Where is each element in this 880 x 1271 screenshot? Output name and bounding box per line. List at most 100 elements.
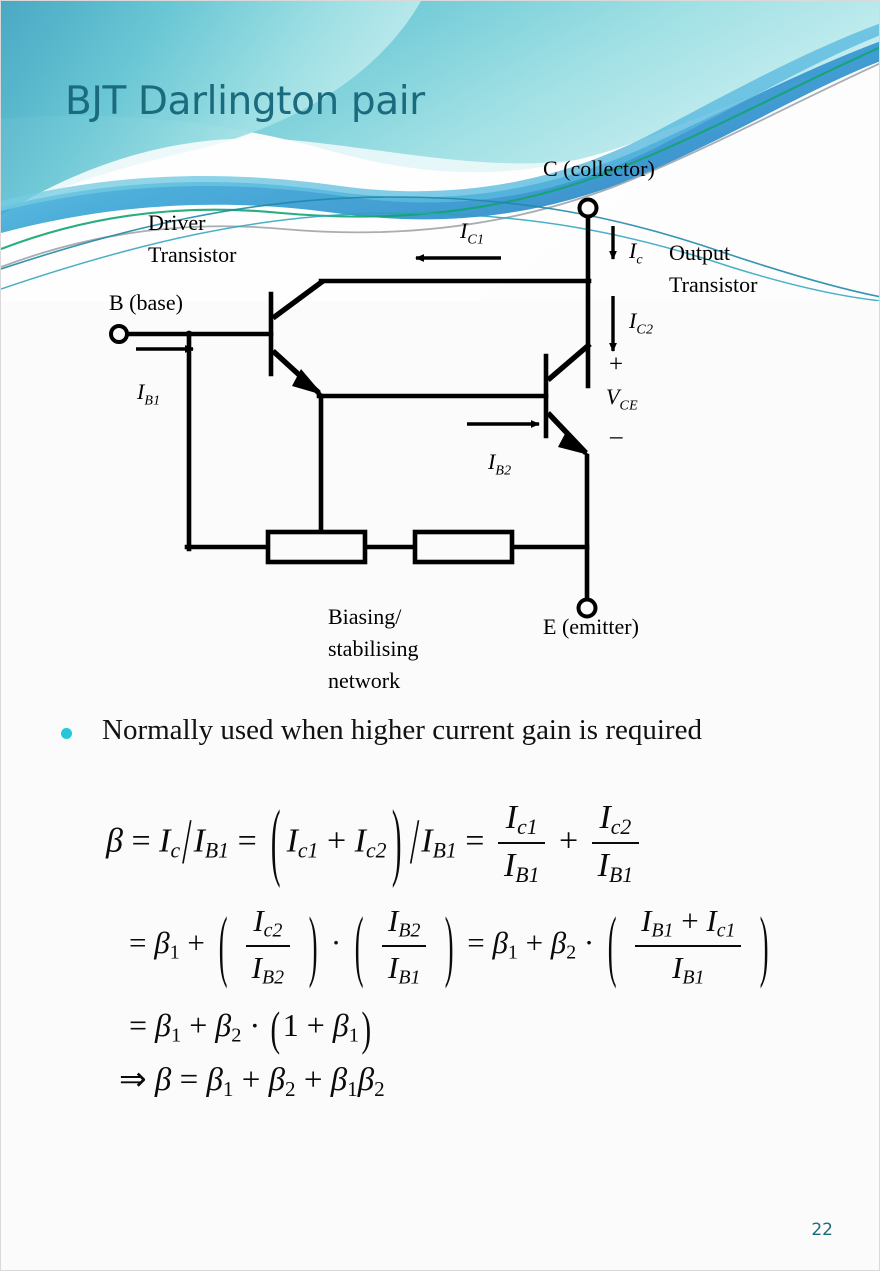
collector-terminal-label: C (collector) (543, 156, 655, 181)
eq2-frac1-denominator: IB2 (246, 947, 290, 990)
eq1-beta: β (106, 822, 123, 860)
vce-subscript: CE (619, 398, 638, 414)
eq2-frac3-num-sub1: B1 (651, 919, 674, 942)
ic-symbol: I (629, 238, 637, 263)
eq2-beta2: β (550, 925, 567, 961)
page-title: BJT Darlington pair (65, 79, 425, 124)
bullet-dot-icon (61, 728, 72, 739)
ib1-subscript: B1 (144, 393, 161, 409)
eq1-frac1-num-sub: c1 (517, 815, 538, 840)
eq3-beta1b-sub: 1 (348, 1024, 359, 1047)
eq2-dot-2: · (583, 925, 595, 961)
eq4-plus-2: + (303, 1062, 323, 1098)
eq1-sub-B1: B1 (204, 838, 230, 863)
eq4-beta: β (154, 1062, 172, 1098)
eq1-frac1-numerator: Ic1 (497, 799, 546, 845)
eq4-beta1c: β (330, 1062, 348, 1098)
driver-transistor-symbol (271, 278, 325, 395)
eq2-frac2-num-sub: B2 (398, 919, 421, 942)
eq1-frac1-den-sub: B1 (515, 863, 540, 888)
eq3-beta1: β (155, 1007, 171, 1043)
ic2-current-label: IC2 (629, 305, 653, 341)
eq1-plus-2: + (558, 822, 579, 860)
vce-symbol: V (606, 384, 620, 409)
eq3-rparen: ) (361, 1000, 372, 1055)
eq1-sub-c: c (170, 838, 181, 863)
ic1-symbol: I (460, 218, 468, 243)
ib2-symbol: I (488, 449, 496, 474)
eq1-sub-B1b: B1 (432, 838, 457, 863)
emitter-terminal-label: E (emitter) (543, 614, 639, 639)
circuit-diagram-container: C (collector) Driver Transistor B (base)… (1, 141, 879, 711)
eq2-dot-1: · (330, 925, 342, 961)
eq1-sub-c2: c2 (365, 838, 387, 863)
darlington-circuit-svg (109, 197, 617, 619)
eq1-I-c1: I (286, 822, 298, 860)
eq2-lparen-2: ( (354, 900, 364, 990)
eq2-frac3-num-I2: I (706, 903, 717, 938)
eq2-frac2-den-sub: B1 (398, 966, 421, 989)
collector-terminal-node (577, 197, 599, 219)
driver-transistor-label-line1: Driver (148, 210, 206, 235)
eq1-lparen: ( (271, 795, 281, 890)
bullet-item: Normally used when higher current gain i… (61, 713, 861, 748)
eq4-equals: = (179, 1062, 199, 1098)
equation-line-2: = β1 + ( Ic2 IB2 ) · ( IB2 IB1 ) = β1 + … (129, 900, 775, 990)
eq1-equals-3: = (465, 822, 485, 860)
eq3-beta2: β (215, 1007, 232, 1043)
equation-line-3: = β1 + β2 · (1 + β1) (129, 1001, 374, 1055)
eq3-beta1-sub: 1 (170, 1024, 182, 1047)
ic1-current-label: IC1 (460, 215, 484, 251)
eq1-sub-c1: c1 (297, 838, 319, 863)
biasing-network-label-line2: stabilising (328, 636, 419, 661)
eq2-frac1-num-sub: c2 (263, 919, 283, 942)
eq2-lparen-3: ( (607, 900, 617, 990)
eq1-slash-2: / (409, 807, 420, 878)
ib1-current-label: IB1 (137, 376, 160, 412)
eq1-frac2-den-I: I (597, 847, 609, 885)
eq1-frac2-denominator: IB1 (592, 844, 640, 888)
eq2-plus-2: + (525, 925, 544, 961)
eq2-beta1b: β (492, 925, 508, 961)
eq2-beta2-sub: 2 (566, 941, 577, 964)
bullet-label: Normally used when higher current gain i… (102, 714, 702, 746)
eq3-beta1b: β (332, 1007, 349, 1043)
eq1-equals-1: = (131, 822, 151, 860)
eq1-equals-2: = (237, 822, 257, 860)
emitter-terminal-node (576, 597, 598, 619)
ib2-current-label: IB2 (488, 446, 511, 482)
eq2-frac3-den-I: I (672, 949, 683, 985)
eq1-frac2-numerator: Ic2 (591, 799, 640, 845)
eq1-frac2-num-I: I (599, 799, 611, 836)
eq2-lparen-1: ( (218, 900, 228, 990)
circuit-wires (124, 208, 592, 609)
eq2-beta1: β (154, 925, 170, 961)
vce-voltage-label: VCE (606, 381, 638, 417)
eq1-frac1-num-I: I (505, 799, 518, 836)
resistor-1 (265, 529, 368, 565)
output-transistor-label-line2: Transistor (669, 272, 758, 297)
eq3-beta2-sub: 2 (231, 1024, 242, 1047)
ic-subscript: c (636, 252, 643, 268)
eq1-I-B1: I (193, 822, 205, 860)
eq2-beta1b-sub: 1 (507, 941, 518, 964)
resistor-2 (412, 529, 515, 565)
output-transistor-symbol (546, 341, 592, 455)
ic-current-label: Ic (629, 235, 643, 271)
ib2-subscript: B2 (495, 463, 512, 479)
eq1-slash-1: / (182, 807, 192, 878)
eq2-beta1-sub: 1 (169, 941, 180, 964)
eq1-I-B1b: I (421, 822, 433, 860)
eq2-frac3-denominator: IB1 (635, 947, 741, 990)
eq4-beta2c: β (357, 1062, 375, 1098)
eq2-equals-1: = (129, 925, 147, 961)
eq2-frac2-den-I: I (388, 949, 399, 985)
output-transistor-label-line1: Output (669, 240, 731, 265)
eq2-frac2-num-I: I (388, 903, 399, 938)
eq4-implies-arrow: ⇒ (119, 1062, 147, 1098)
eq3-lparen: ( (270, 1000, 281, 1055)
eq2-frac3-den-sub: B1 (682, 966, 705, 989)
eq1-I-c2: I (354, 822, 366, 860)
eq2-frac1-numerator: Ic2 (245, 903, 291, 947)
eq4-beta2: β (268, 1062, 286, 1098)
